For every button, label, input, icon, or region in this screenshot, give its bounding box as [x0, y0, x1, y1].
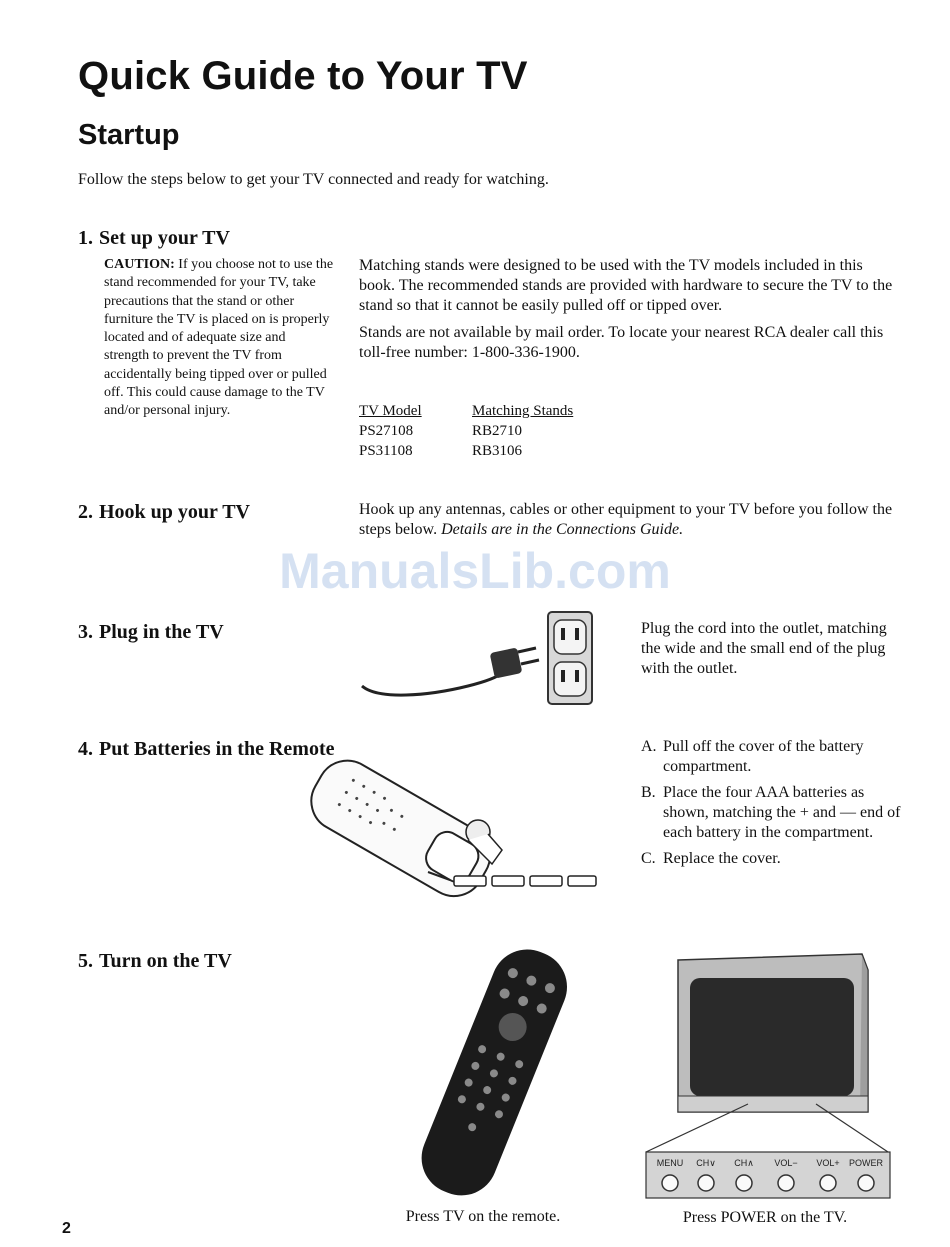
section-title: Startup	[78, 119, 180, 151]
volume-up-button	[819, 1174, 837, 1192]
plug-text: Plug the cord into the outlet, matching …	[641, 620, 887, 677]
table-header-stand: Matching Stands	[472, 403, 574, 419]
page-number: 2	[62, 1220, 71, 1237]
panel-label-ch-down: CH∨	[696, 1158, 716, 1168]
table-cell-stand: RB3106	[472, 443, 523, 459]
stand-paragraph-2: Stands are not available by mail order. …	[359, 324, 884, 361]
plug-illustration	[361, 611, 593, 705]
battery-compartment	[425, 830, 480, 884]
remote-caption: Press TV on the remote.	[405, 1208, 561, 1225]
table-row: PS27108 RB2710	[359, 421, 573, 441]
page-title: Quick Guide to Your TV	[78, 54, 528, 98]
table-cell-model: PS31108	[359, 443, 413, 459]
battery-steps: A.Pull off the cover of the battery comp…	[641, 737, 901, 875]
panel-label-menu: MENU	[657, 1158, 684, 1168]
list-item: A.Pull off the cover of the battery comp…	[641, 738, 864, 775]
stand-paragraph-1: Matching stands were designed to be used…	[359, 257, 893, 314]
watermark: ManualsLib.com	[279, 543, 671, 599]
panel-label-power: POWER	[849, 1158, 884, 1168]
intro-text: Follow the steps below to get your TV co…	[78, 171, 549, 188]
channel-down-button	[697, 1174, 715, 1192]
aaa-batteries	[453, 875, 597, 887]
panel-label-vol-down: VOL−	[774, 1158, 797, 1168]
panel-label-vol-up: VOL+	[816, 1158, 839, 1168]
tv-caption: Press POWER on the TV.	[682, 1209, 848, 1226]
table-cell-model: PS27108	[359, 423, 414, 439]
remote-illustration	[421, 949, 567, 1196]
tv-control-panel	[645, 1151, 891, 1199]
panel-label-ch-up: CH∧	[734, 1158, 754, 1168]
table-cell-stand: RB2710	[472, 423, 523, 439]
caution-text: If you choose not to use the stand recom…	[104, 257, 334, 419]
power-button	[857, 1174, 875, 1192]
step-5-heading: 5.Turn on the TV	[78, 950, 232, 972]
battery-cover	[465, 819, 503, 866]
menu-button	[661, 1174, 679, 1192]
tv-illustration: MENU CH∨ CH∧ VOL− VOL+ POWER	[645, 953, 891, 1199]
volume-down-button	[777, 1174, 795, 1192]
caution-label: CAUTION:	[104, 257, 175, 272]
tv-screen	[690, 978, 854, 1096]
stand-table: TV Model Matching Stands PS27108 RB2710 …	[359, 401, 573, 461]
hookup-details: Details are in the Connections Guide.	[441, 521, 684, 538]
table-row: PS31108 RB3106	[359, 441, 573, 461]
hookup-text: Hook up any antennas, cables or other eq…	[359, 501, 893, 538]
caution-note: CAUTION: If you choose not to use the st…	[104, 256, 334, 421]
remote-batteries-illustration	[310, 759, 597, 898]
list-item: B.Place the four AAA batteries as shown,…	[641, 784, 901, 841]
table-header-row: TV Model Matching Stands	[359, 401, 573, 421]
stand-info: Matching stands were designed to be used…	[359, 256, 899, 370]
table-header-model: TV Model	[359, 403, 422, 419]
step-4-heading: 4.Put Batteries in the Remote	[78, 738, 335, 760]
list-item: C.Replace the cover.	[641, 850, 781, 867]
plug-body	[490, 648, 522, 678]
step-3-heading: 3.Plug in the TV	[78, 621, 224, 643]
step-2-heading: 2.Hook up your TV	[78, 501, 250, 523]
step-1-heading: 1.Set up your TV	[78, 227, 230, 249]
power-cord	[361, 664, 505, 697]
channel-up-button	[735, 1174, 753, 1192]
